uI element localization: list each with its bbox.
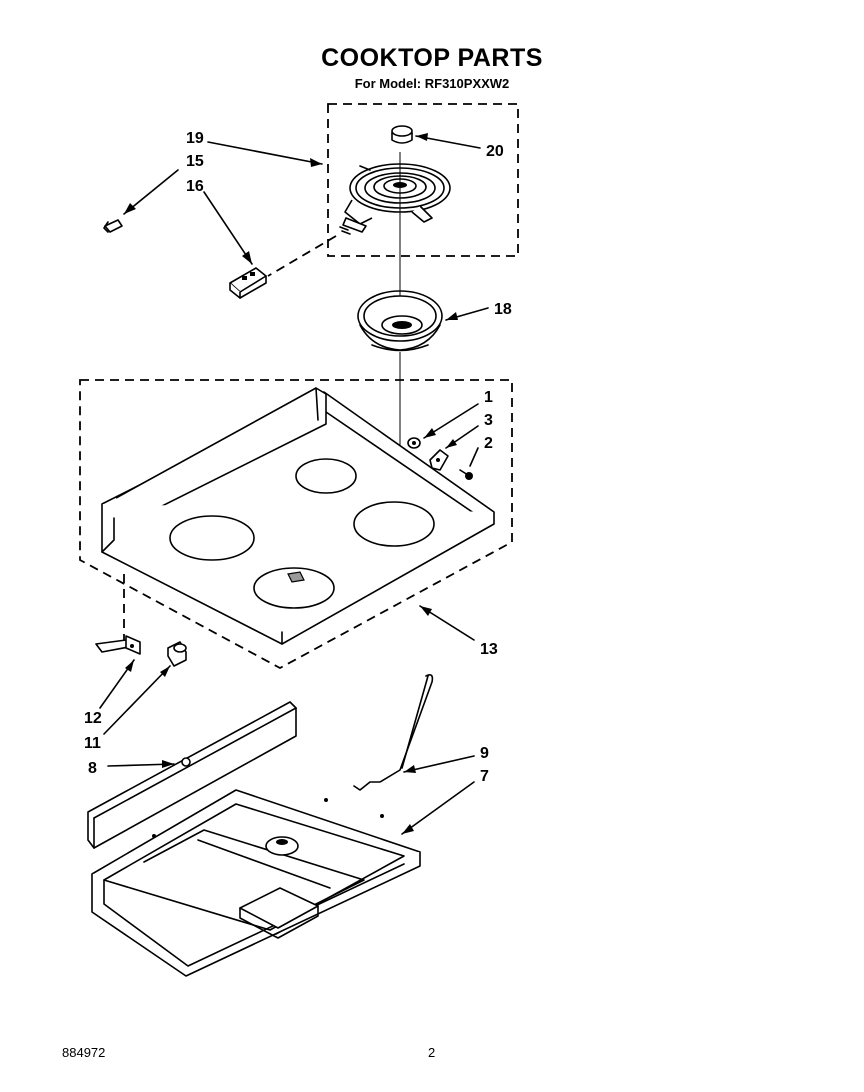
callout-19: 19 <box>186 130 204 147</box>
part-3-bracket[interactable] <box>429 449 449 471</box>
part-13-cooktop[interactable] <box>101 387 495 645</box>
callout-3: 3 <box>484 412 493 429</box>
part-15-clip[interactable] <box>103 219 123 233</box>
callout-7: 7 <box>480 768 489 785</box>
part-9-rod[interactable] <box>353 674 434 791</box>
part-18-drip-bowl[interactable] <box>357 290 443 352</box>
doc-number: 884972 <box>62 1045 106 1060</box>
callout-9: 9 <box>480 745 489 762</box>
part-7-bottom-pan[interactable] <box>91 789 421 977</box>
part-12-hinge[interactable] <box>95 635 141 655</box>
callout-15: 15 <box>186 153 204 170</box>
part-16-terminal-block[interactable] <box>229 267 267 299</box>
element-lead-line <box>267 235 337 277</box>
callout-16: 16 <box>186 178 204 195</box>
callout-13: 13 <box>480 641 498 658</box>
callout-11: 11 <box>84 735 101 752</box>
part-1-nut[interactable] <box>407 437 421 449</box>
part-2-screw[interactable] <box>459 469 473 480</box>
cooktop-assembly-box <box>79 379 513 670</box>
callout-2: 2 <box>484 435 493 452</box>
callout-1: 1 <box>484 389 493 406</box>
part-19-surface-element[interactable] <box>339 163 451 235</box>
model-subtitle: For Model: RF310PXXW2 <box>354 76 510 91</box>
leader-lines <box>99 133 489 835</box>
callout-20: 20 <box>486 143 504 160</box>
page-number: 2 <box>428 1045 436 1060</box>
part-11-bumper[interactable] <box>167 641 187 667</box>
element-assembly-box <box>327 103 519 257</box>
part-8-front-strip[interactable] <box>87 701 297 849</box>
part-20-cap[interactable] <box>391 125 413 144</box>
callout-18: 18 <box>494 301 512 318</box>
callout-8: 8 <box>88 760 97 777</box>
page-title: COOKTOP PARTS <box>321 44 543 72</box>
callout-12: 12 <box>84 710 102 727</box>
